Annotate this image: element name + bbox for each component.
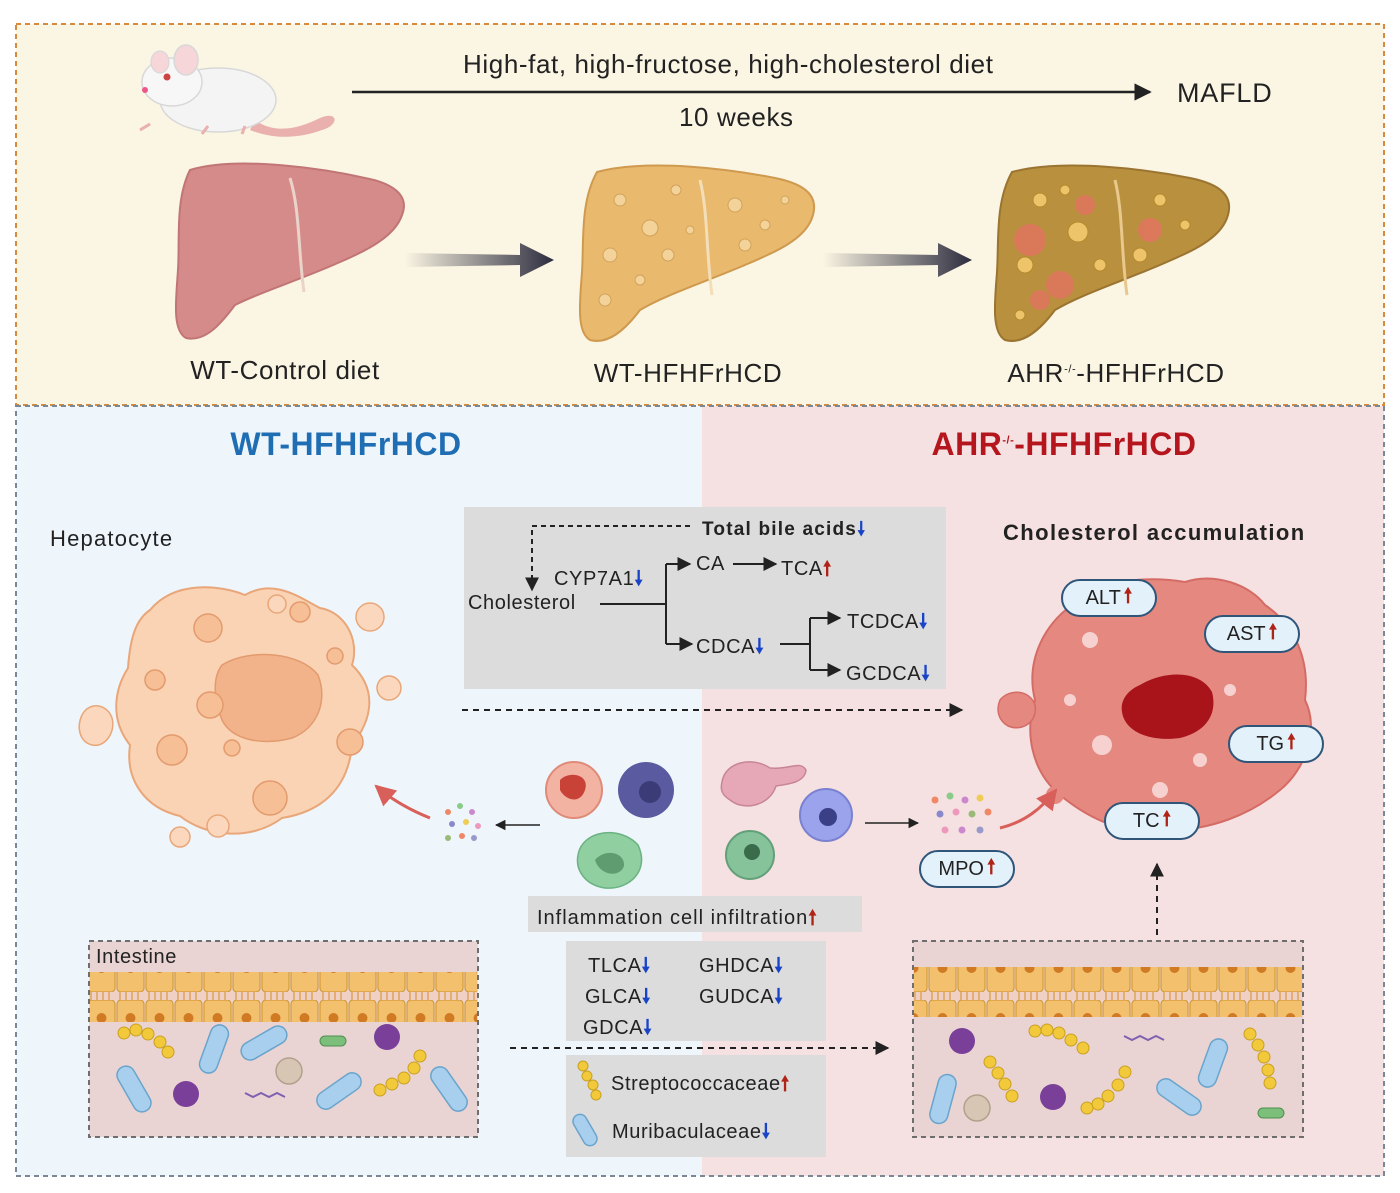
progression-arrow-2: [823, 243, 972, 277]
up-arrow-icon: 🠕: [822, 556, 832, 580]
wt-intestine-icon: [88, 940, 479, 1138]
down-arrow-icon: 🠗: [774, 953, 784, 977]
cholesterol-accumulation-label: Cholesterol accumulation: [1003, 520, 1306, 545]
down-arrow-icon: 🠗: [643, 1015, 653, 1039]
glca-label: GLCA🠗: [585, 984, 652, 1008]
ahr-intestine-icon: [912, 940, 1304, 1138]
cyp7a1-label: CYP7A1🠗: [554, 566, 644, 590]
ast-marker: AST🠕: [1204, 615, 1300, 653]
cytokine-to-ahr-hepatocyte-arrow: [999, 788, 1058, 830]
mafld-label: MAFLD: [1177, 78, 1273, 108]
fatty-liver-icon: [578, 164, 816, 342]
up-arrow-icon: 🠕: [808, 905, 818, 929]
down-arrow-icon: 🠗: [774, 984, 784, 1008]
intestine-label: Intestine: [96, 946, 178, 968]
cytokine-dots-right: [931, 792, 992, 834]
right-panel-title: AHR-/--HFHFrHCD: [931, 426, 1197, 462]
left-panel-title: WT-HFHFrHCD: [230, 426, 462, 462]
down-arrow-icon: 🠗: [641, 984, 652, 1008]
total-bile-acids-label: Total bile acids🠗: [702, 518, 867, 540]
ahr-hfhfrhcd-liver-label: AHR-/--HFHFrHCD: [1007, 358, 1225, 388]
up-arrow-icon: 🠕: [1287, 729, 1296, 753]
ghdca-label: GHDCA🠗: [699, 953, 784, 977]
streptococcaceae-label: Streptococcaceae🠕: [611, 1071, 790, 1095]
cholesterol-label: Cholesterol: [468, 592, 576, 614]
cdca-label: CDCA🠗: [696, 634, 765, 658]
diet-label: High-fat, high-fructose, high-cholestero…: [463, 49, 994, 79]
down-arrow-icon: 🠗: [857, 518, 867, 540]
bile-acids-box: [566, 941, 826, 1041]
alt-marker: ALT🠕: [1061, 579, 1157, 617]
mouse-icon: [139, 44, 335, 137]
cytokine-to-hepatocyte-arrow: [374, 784, 431, 820]
muribaculaceae-label: Muribaculaceae🠗: [612, 1119, 771, 1143]
up-arrow-icon: 🠕: [1123, 583, 1133, 607]
down-arrow-icon: 🠗: [918, 609, 929, 633]
up-arrow-icon: 🠕: [1268, 619, 1278, 643]
up-arrow-icon: 🠕: [986, 854, 996, 878]
cytokine-dots-left: [445, 803, 481, 841]
ca-label: CA: [696, 553, 725, 575]
inflammation-box: [528, 896, 862, 932]
down-arrow-icon: 🠗: [755, 634, 765, 658]
progression-arrow-1: [405, 243, 554, 277]
mpo-marker: MPO🠕: [919, 850, 1015, 888]
gdca-label: GDCA🠗: [583, 1015, 653, 1039]
bile-acid-pathway-box: [464, 507, 946, 689]
tcdca-label: TCDCA🠗: [847, 609, 929, 633]
tc-marker: TC🠕: [1104, 802, 1200, 840]
wt-hepatocyte-icon: [78, 586, 402, 848]
up-arrow-icon: 🠕: [1162, 806, 1172, 830]
down-arrow-icon: 🠗: [641, 953, 651, 977]
inflammation-label: Inflammation cell infiltration🠕: [537, 905, 818, 929]
down-arrow-icon: 🠗: [921, 661, 931, 685]
immune-cells-icon: [545, 761, 853, 889]
duration-label: 10 weeks: [679, 102, 794, 132]
down-arrow-icon: 🠗: [761, 1119, 771, 1143]
tlca-label: TLCA🠗: [588, 953, 651, 977]
gcdca-label: GCDCA🠗: [846, 661, 931, 685]
wt-control-label: WT-Control diet: [190, 355, 380, 385]
gudca-label: GUDCA🠗: [699, 984, 784, 1008]
hepatocyte-label: Hepatocyte: [50, 526, 174, 551]
up-arrow-icon: 🠕: [780, 1071, 790, 1095]
tca-label: TCA🠕: [781, 556, 832, 580]
wt-hfhfrhcd-label: WT-HFHFrHCD: [593, 358, 783, 388]
diseased-liver-icon: [993, 164, 1231, 342]
down-arrow-icon: 🠗: [634, 566, 644, 590]
healthy-liver-icon: [174, 162, 405, 340]
bacteria-box: [566, 1055, 826, 1157]
tg-marker: TG🠕: [1228, 725, 1324, 763]
